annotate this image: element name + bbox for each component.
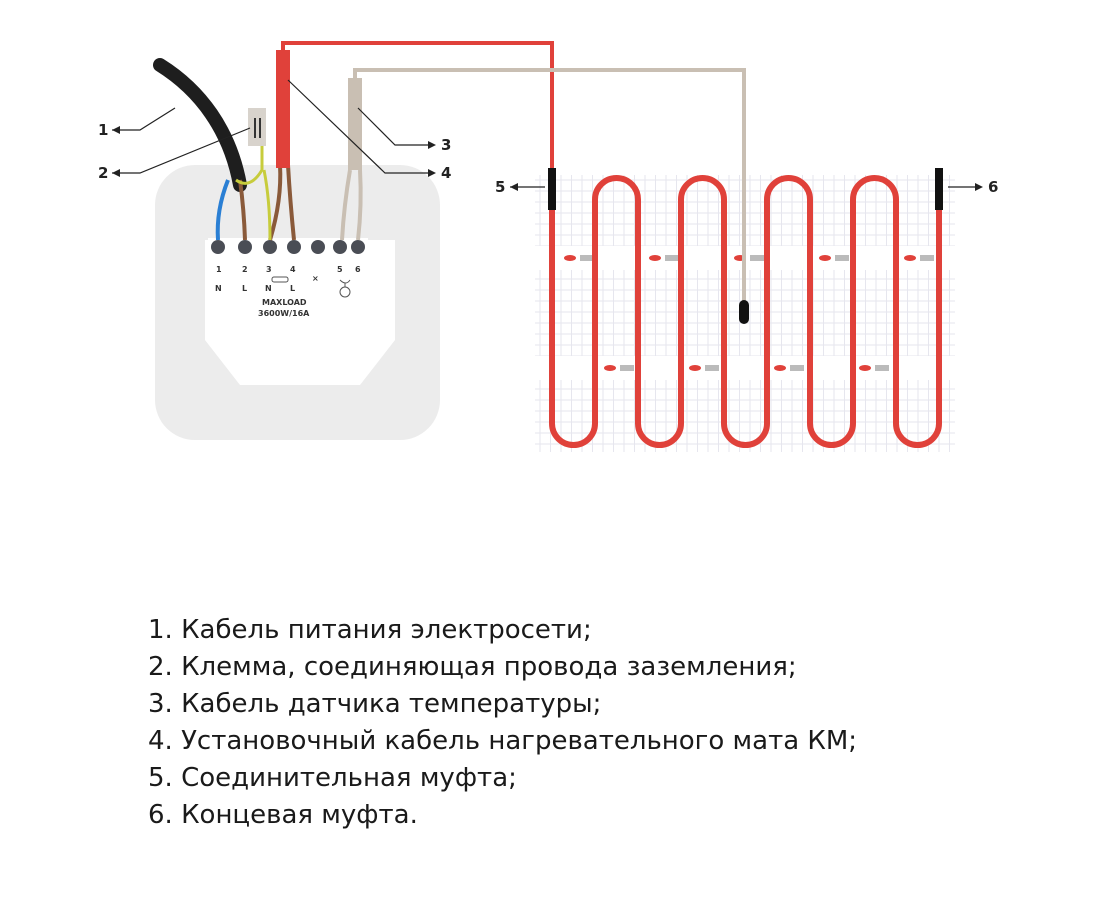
ground-wire: [235, 140, 264, 185]
svg-text:×: ×: [312, 274, 319, 283]
terminal-screw: [263, 240, 277, 254]
svg-text:MAXLOAD: MAXLOAD: [262, 298, 307, 307]
terminal-screw: [211, 240, 225, 254]
brand-logo-icon: [774, 365, 786, 371]
neutral-wire: [215, 179, 230, 241]
terminal-screws: [211, 240, 365, 254]
svg-text:2: 2: [98, 164, 108, 182]
svg-text:3: 3: [266, 265, 272, 274]
svg-text:2: 2: [242, 265, 248, 274]
legend-item: 5. Соединительная муфта;: [148, 763, 517, 793]
svg-text:N: N: [265, 284, 272, 293]
callout-5: 5: [495, 178, 545, 196]
callout-4: 4: [287, 79, 451, 182]
heating-install-cable: [281, 41, 554, 170]
brand-logo-icon: [859, 365, 871, 371]
legend-item: 4. Установочный кабель нагревательного м…: [148, 726, 858, 756]
connection-coupling: [548, 168, 556, 210]
thermostat-body: [205, 240, 395, 385]
wiring-diagram: 1 2 3 4 5 6 N L N L × MAXLOAD 3600W/16A …: [98, 41, 998, 452]
svg-text:4: 4: [290, 265, 296, 274]
end-coupling: [935, 168, 943, 210]
heating-cable-loops: [549, 175, 942, 448]
temperature-sensor: [739, 300, 749, 324]
svg-text:6: 6: [355, 265, 361, 274]
svg-text:4: 4: [441, 164, 451, 182]
brand-logo-icon: [819, 255, 831, 261]
brand-logo-icon: [604, 365, 616, 371]
brand-logo-icon: [904, 255, 916, 261]
callout-2: 2: [98, 127, 251, 182]
terminal-screw: [287, 240, 301, 254]
legend-item: 3. Кабель датчика температуры;: [148, 689, 602, 719]
terminal-screw: [351, 240, 365, 254]
svg-text:N: N: [215, 284, 222, 293]
terminal-labels: 1 2 3 4 5 6 N L N L × MAXLOAD 3600W/16A: [215, 265, 361, 318]
ground-clamp: [248, 108, 266, 146]
terminal-screw: [311, 240, 325, 254]
legend-item: 1. Кабель питания электросети;: [148, 615, 592, 645]
legend-list: 1. Кабель питания электросети; 2. Клемма…: [148, 612, 857, 834]
sensor-cable: [353, 68, 746, 305]
callout-3: 3: [357, 107, 451, 154]
svg-text:1: 1: [216, 265, 222, 274]
svg-text:5: 5: [495, 178, 505, 196]
power-cable: [153, 58, 247, 192]
callout-1: 1: [98, 107, 176, 139]
svg-text:3600W/16A: 3600W/16A: [258, 309, 310, 318]
legend-item: 6. Концевая муфта.: [148, 800, 418, 830]
svg-text:3: 3: [441, 136, 451, 154]
svg-text:L: L: [290, 284, 295, 293]
brand-logo-icon: [689, 365, 701, 371]
heating-cable: [549, 175, 942, 448]
terminal-screw: [333, 240, 347, 254]
svg-text:6: 6: [988, 178, 998, 196]
svg-text:L: L: [242, 284, 247, 293]
callout-6: 6: [948, 178, 998, 196]
brand-logo-icon: [649, 255, 661, 261]
brand-logo-icon: [564, 255, 576, 261]
svg-text:5: 5: [337, 265, 343, 274]
legend-item: 2. Клемма, соединяющая провода заземлени…: [148, 652, 797, 682]
svg-text:1: 1: [98, 121, 108, 139]
terminal-screw: [238, 240, 252, 254]
live-wire: [238, 179, 247, 241]
